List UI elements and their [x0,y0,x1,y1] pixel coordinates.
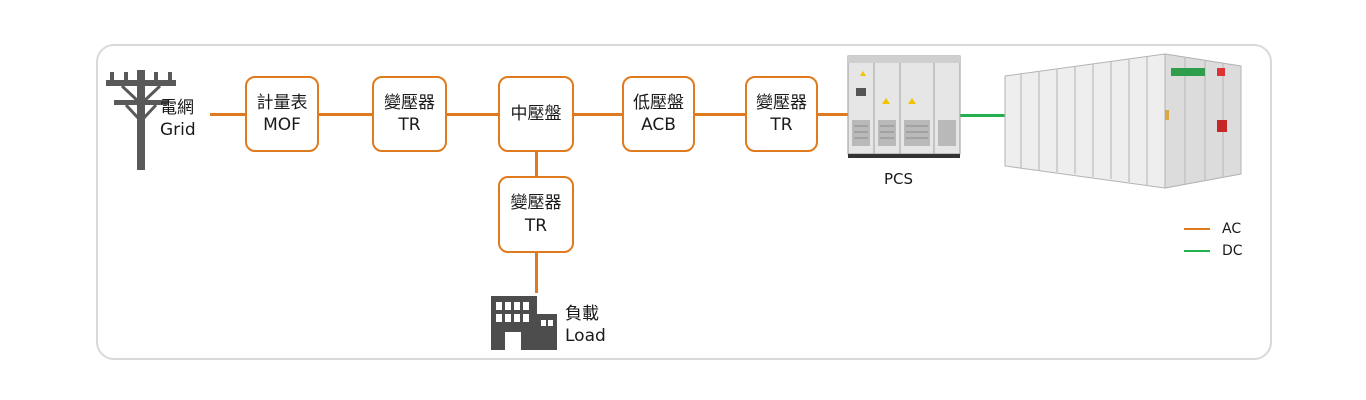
ac-line-tr-pcs [817,113,849,116]
legend-dc: DC [1184,243,1243,259]
grid-label: 電網 Grid [160,97,196,141]
legend-dc-swatch [1184,249,1210,253]
grid-label-en: Grid [160,120,196,141]
grid-label-zh: 電網 [160,98,194,118]
transformer-node-3: 變壓器 TR [498,176,574,253]
acb-label-en: ACB [641,115,676,135]
pcs-label: PCS [884,170,914,188]
transformer-2-label-en: TR [770,115,793,135]
transformer-node-2: 變壓器 TR [745,76,818,152]
ac-line-grid-mof [210,113,246,116]
ac-line-mv-tr-down [535,152,538,177]
ac-line-tr-load [535,252,538,293]
load-label-zh: 負載 [565,304,599,324]
pcs-cabinet-icon [847,55,961,158]
mv-switchgear-label-zh: 中壓盤 [510,103,562,124]
mof-label-en: MOF [263,115,301,135]
building-icon [491,296,557,350]
ac-line-acb-tr [694,113,746,116]
ac-line-tr-mv [446,113,499,116]
transformer-3-label-en: TR [524,215,548,236]
legend-ac-swatch [1184,227,1210,231]
ac-line-mv-acb [573,113,623,116]
battery-container-icon [1004,53,1242,189]
legend-ac: AC [1184,221,1241,237]
transformer-node-1: 變壓器 TR [372,76,447,152]
transformer-1-label-en: TR [398,115,421,135]
legend-ac-label: AC [1222,221,1242,237]
dc-line-pcs-battery [958,114,1008,117]
load-label-en: Load [565,326,606,347]
ac-line-mof-tr [318,113,373,116]
mv-switchgear-node: 中壓盤 [498,76,574,152]
transformer-3-label-zh: 變壓器 [510,193,562,214]
utility-pole-icon [106,70,176,170]
load-label: 負載 Load [565,303,606,347]
acb-label-zh: 低壓盤 [633,92,684,113]
mof-node: 計量表 MOF [245,76,319,152]
legend-dc-label: DC [1222,243,1243,259]
transformer-2-label-zh: 變壓器 [756,92,807,113]
transformer-1-label-zh: 變壓器 [384,92,435,113]
acb-node: 低壓盤 ACB [622,76,695,152]
mof-label-zh: 計量表 [256,92,308,113]
